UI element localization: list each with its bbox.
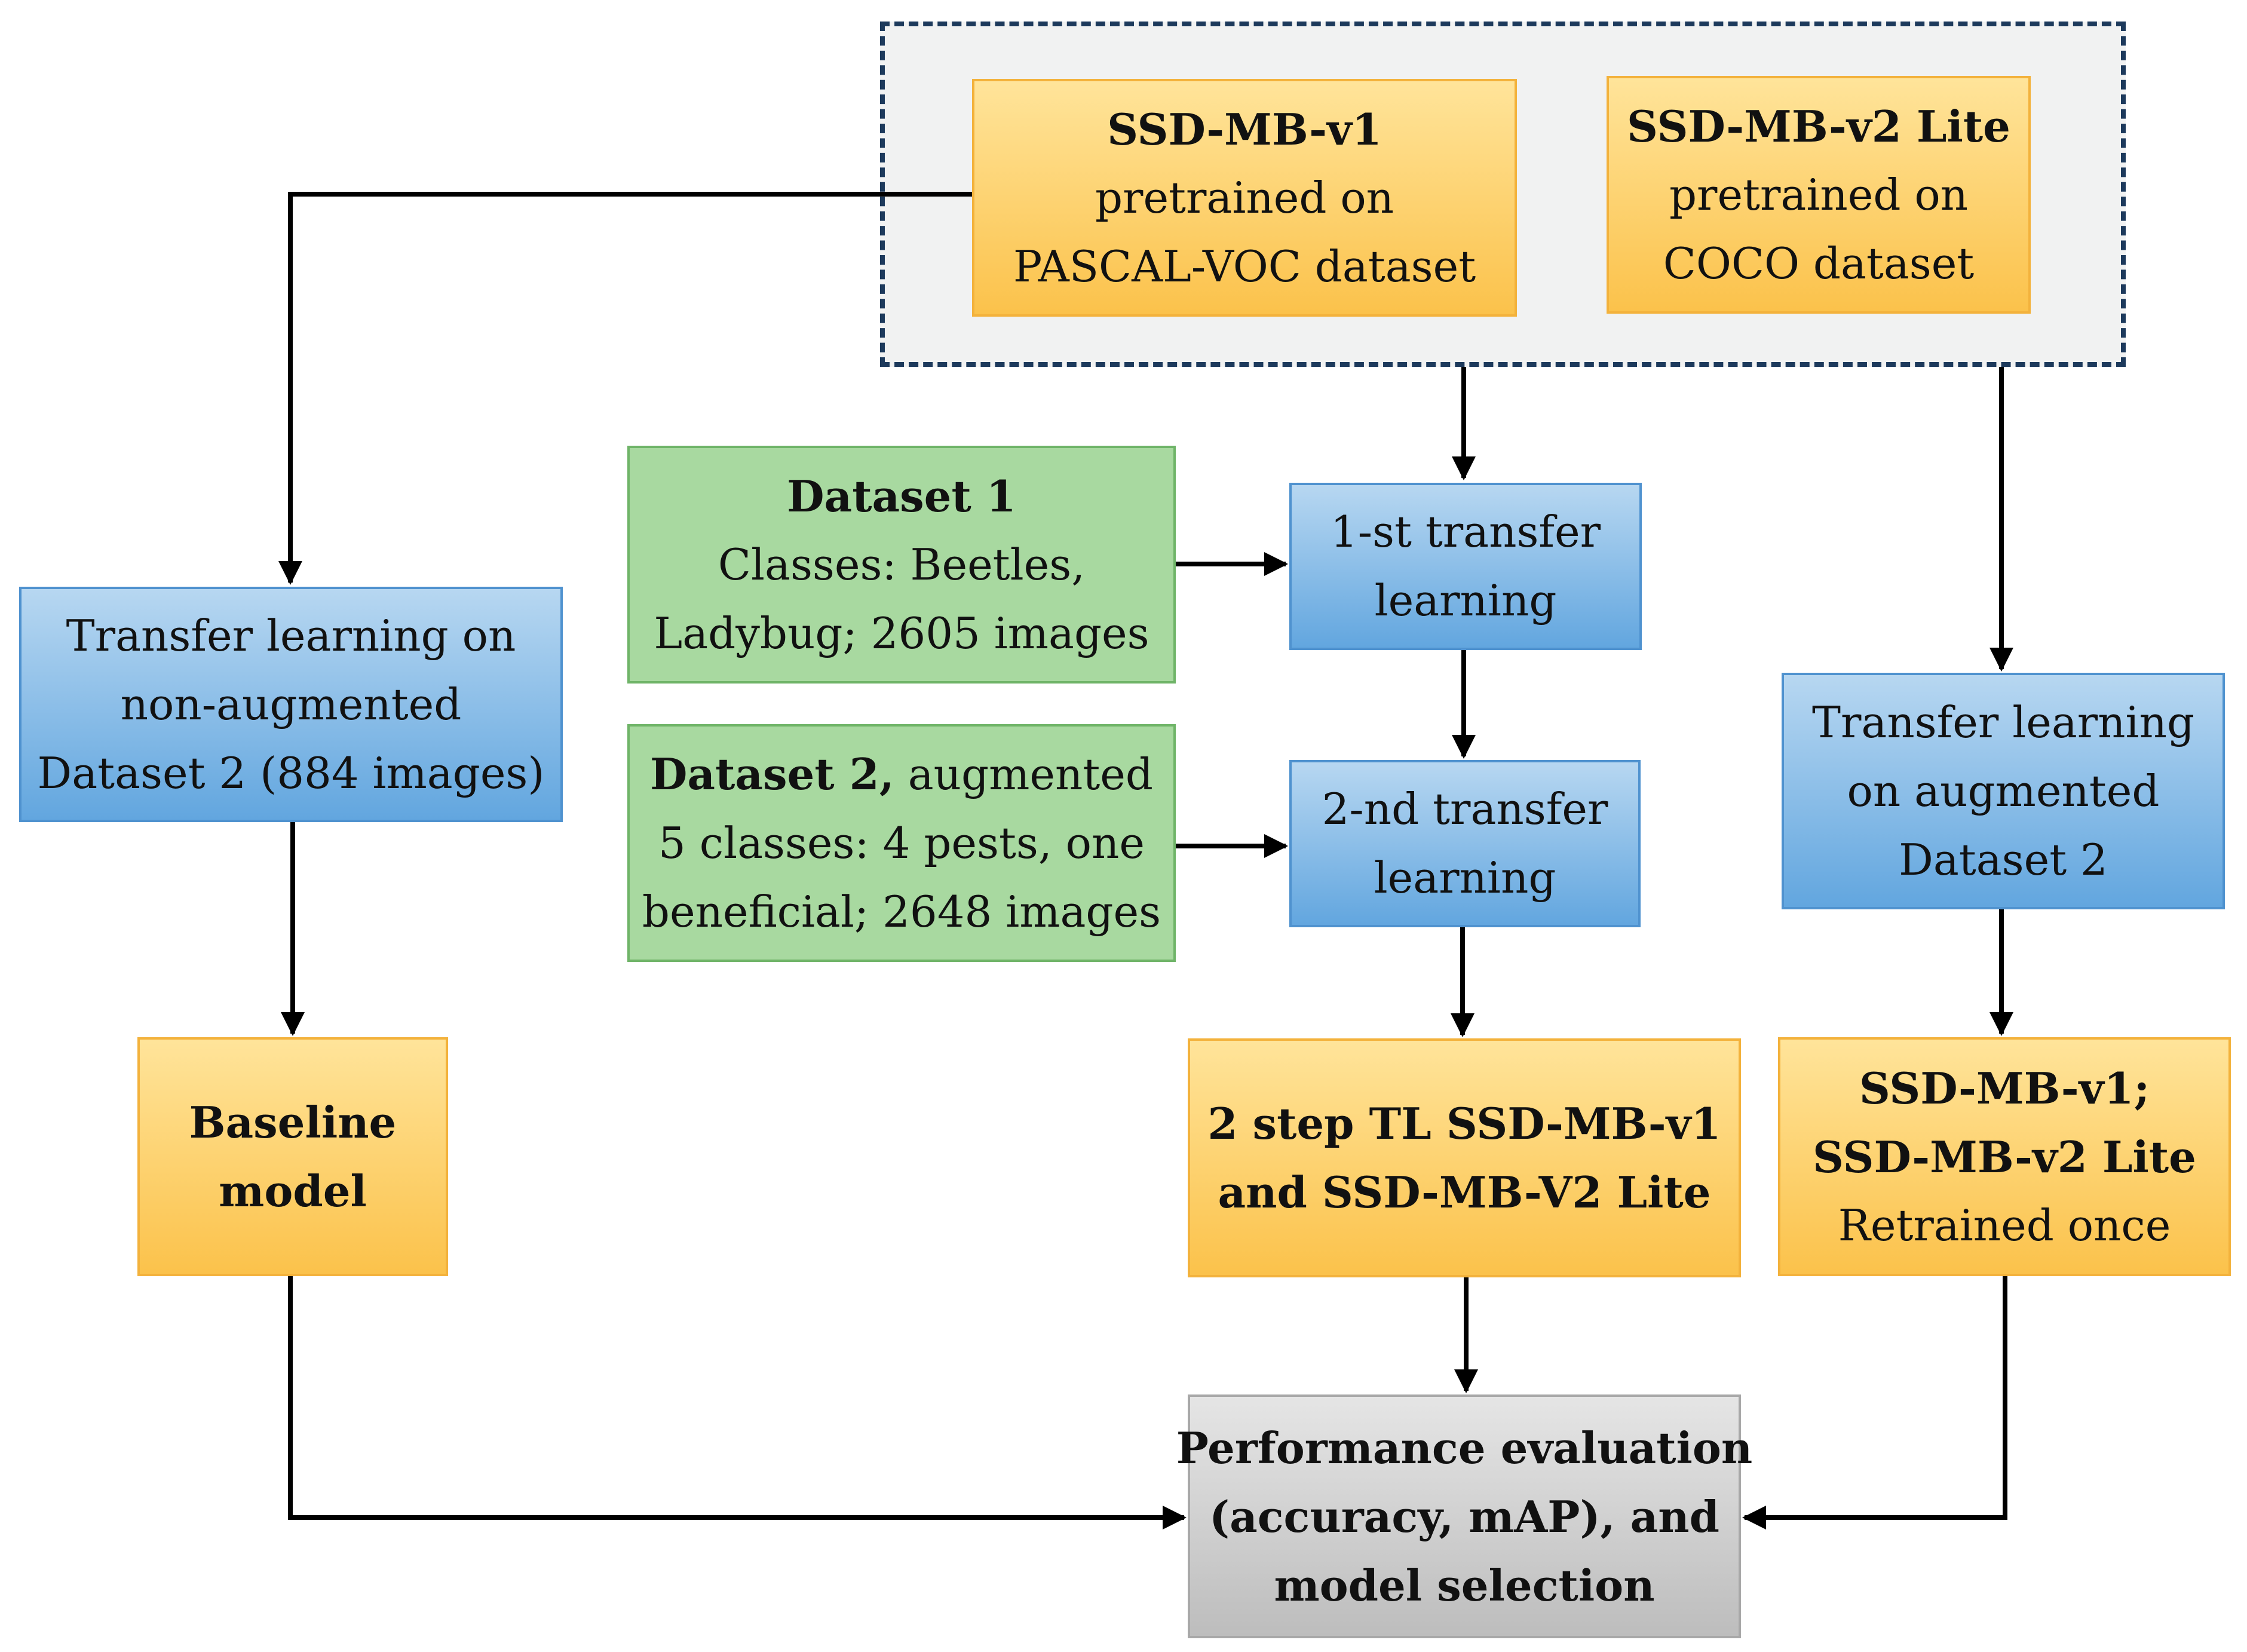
ssd-v1-line2: pretrained on: [1095, 172, 1394, 223]
dataset-1-title: Dataset 1: [787, 470, 1016, 522]
arrow-retrained-to-evaluation: [1742, 1276, 2007, 1530]
aug-line2: on augmented: [1847, 765, 2160, 816]
ssd-v2-line2: pretrained on: [1669, 169, 1969, 220]
two-step-tl-node: 2 step TL SSD-MB-v1 and SSD-MB-V2 Lite: [1188, 1038, 1741, 1277]
retrained-line2: SSD-MB-v2 Lite: [1813, 1131, 2196, 1182]
retrained-line1: SSD-MB-v1;: [1859, 1062, 2150, 1114]
aug-line1: Transfer learning: [1811, 697, 2195, 747]
retrained-once-node: SSD-MB-v1; SSD-MB-v2 Lite Retrained once: [1778, 1037, 2231, 1276]
ssd-v1-line3: PASCAL-VOC dataset: [1013, 241, 1476, 292]
ssd-v2-line3: COCO dataset: [1663, 238, 1975, 289]
aug-line3: Dataset 2: [1899, 834, 2108, 885]
non-aug-line2: non-augmented: [120, 679, 462, 730]
dataset-2-line2: 5 classes: 4 pests, one: [658, 818, 1145, 868]
dataset-2-title: Dataset 2, augmented: [650, 740, 1153, 809]
transfer-learning-augmented-node: Transfer learning on augmented Dataset 2: [1782, 673, 2225, 909]
baseline-model-node: Baseline model: [137, 1037, 448, 1276]
dataset-2-title-rest: augmented: [894, 749, 1153, 799]
two-step-line2: and SSD-MB-V2 Lite: [1218, 1167, 1711, 1218]
transfer-learning-non-augmented-node: Transfer learning on non-augmented Datas…: [19, 587, 563, 822]
arrow-baseline-to-evaluation: [288, 1276, 1187, 1530]
dataset-2-title-bold: Dataset 2,: [649, 749, 894, 799]
second-tl-line1: 2-nd transfer: [1322, 784, 1608, 834]
second-transfer-learning-node: 2-nd transfer learning: [1289, 760, 1641, 927]
eval-line2: (accuracy, mAP), and: [1209, 1491, 1719, 1542]
ssd-mb-v2-lite-pretrained-node: SSD-MB-v2 Lite pretrained on COCO datase…: [1607, 76, 2031, 314]
two-step-line1: 2 step TL SSD-MB-v1: [1207, 1098, 1721, 1149]
baseline-line2: model: [219, 1166, 367, 1216]
performance-evaluation-node: Performance evaluation (accuracy, mAP), …: [1176, 1394, 1752, 1638]
ssd-v2-title: SSD-MB-v2 Lite: [1627, 100, 2010, 152]
retrained-line3: Retrained once: [1838, 1200, 2171, 1251]
dataset-1-node: Dataset 1 Classes: Beetles, Ladybug; 260…: [627, 446, 1176, 684]
first-tl-line1: 1-st transfer: [1330, 507, 1601, 557]
non-aug-line3: Dataset 2 (884 images): [37, 747, 545, 798]
dataset-1-line2: Classes: Beetles,: [718, 539, 1086, 590]
eval-line1: Performance evaluation: [1176, 1422, 1753, 1473]
ssd-v1-title: SSD-MB-v1: [1107, 103, 1382, 155]
non-aug-line1: Transfer learning on: [66, 610, 516, 661]
dataset-2-node: Dataset 2, augmented 5 classes: 4 pests,…: [627, 724, 1176, 962]
baseline-line1: Baseline: [189, 1097, 397, 1148]
first-tl-line2: learning: [1374, 575, 1557, 626]
eval-line3: model selection: [1274, 1559, 1655, 1611]
ssd-mb-v1-pretrained-node: SSD-MB-v1 pretrained on PASCAL-VOC datas…: [972, 79, 1517, 317]
second-tl-line2: learning: [1374, 853, 1556, 903]
first-transfer-learning-node: 1-st transfer learning: [1289, 483, 1642, 650]
dataset-1-line3: Ladybug; 2605 images: [654, 608, 1149, 658]
dataset-2-line3: beneficial; 2648 images: [642, 887, 1161, 937]
